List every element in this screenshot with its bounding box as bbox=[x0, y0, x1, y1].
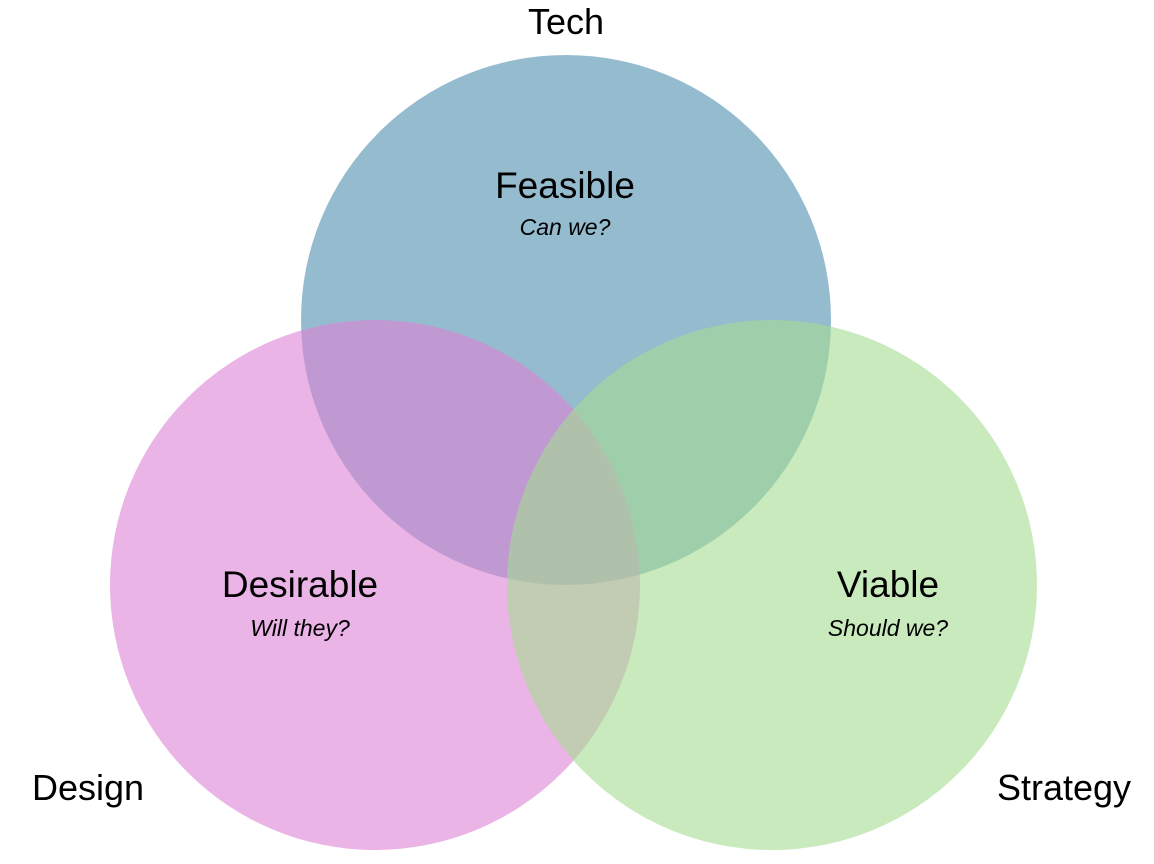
strategy-circle bbox=[507, 320, 1037, 850]
strategy-label: Strategy bbox=[997, 767, 1131, 808]
viable-title: Viable bbox=[837, 564, 939, 605]
tech-label: Tech bbox=[528, 1, 604, 42]
desirable-question: Will they? bbox=[250, 615, 350, 641]
design-label: Design bbox=[32, 767, 144, 808]
feasible-title: Feasible bbox=[495, 165, 635, 206]
viable-question: Should we? bbox=[828, 615, 948, 641]
feasible-question: Can we? bbox=[520, 214, 611, 240]
design-circle bbox=[110, 320, 640, 850]
desirable-title: Desirable bbox=[222, 564, 378, 605]
